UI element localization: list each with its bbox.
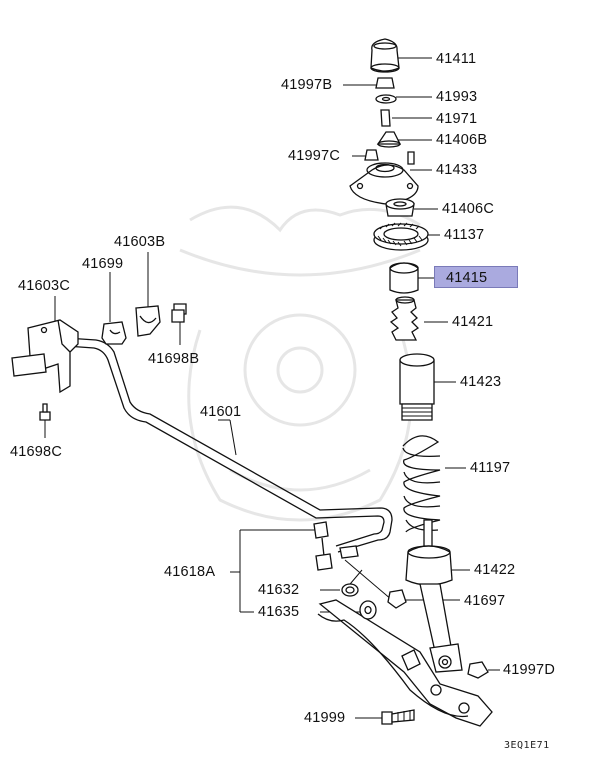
part-label-41697[interactable]: 41697 bbox=[464, 593, 506, 609]
part-label-41415[interactable]: 41415 bbox=[446, 270, 488, 286]
strut-assembly-41422 bbox=[405, 519, 463, 673]
clamp-41603B bbox=[135, 305, 161, 337]
part-label-41635[interactable]: 41635 bbox=[258, 604, 300, 620]
washer-41993 bbox=[375, 94, 397, 104]
part-label-41433[interactable]: 41433 bbox=[436, 162, 478, 178]
part-label-41422[interactable]: 41422 bbox=[474, 562, 516, 578]
collar-41971 bbox=[380, 109, 391, 127]
ring-41632 bbox=[341, 583, 359, 597]
lower-arm bbox=[317, 599, 493, 727]
coil-spring-41197 bbox=[402, 435, 441, 533]
part-label-41618A[interactable]: 41618A bbox=[164, 564, 216, 580]
part-label-41999[interactable]: 41999 bbox=[304, 710, 346, 726]
part-label-41137[interactable]: 41137 bbox=[444, 227, 485, 243]
part-label-41603C[interactable]: 41603C bbox=[18, 278, 70, 294]
part-label-41406B[interactable]: 41406B bbox=[436, 132, 488, 148]
bracket-41603C bbox=[11, 319, 79, 394]
bolt-41698C bbox=[39, 403, 51, 421]
strut-mount-41433 bbox=[349, 151, 419, 205]
part-label-41997C[interactable]: 41997C bbox=[288, 148, 340, 164]
nut-41997C bbox=[364, 149, 379, 161]
bound-stopper-41421 bbox=[389, 296, 420, 341]
part-label-41699[interactable]: 41699 bbox=[82, 256, 124, 272]
highlight-box-41415 bbox=[434, 266, 518, 288]
dust-cover-41423 bbox=[399, 353, 435, 421]
part-label-41421[interactable]: 41421 bbox=[452, 314, 494, 330]
bushing-41406B bbox=[376, 131, 402, 148]
part-label-41601[interactable]: 41601 bbox=[200, 404, 242, 420]
bolt-41698B bbox=[171, 303, 187, 323]
part-label-41993[interactable]: 41993 bbox=[436, 89, 478, 105]
part-label-41197[interactable]: 41197 bbox=[470, 460, 511, 476]
part-label-41698C[interactable]: 41698C bbox=[10, 444, 62, 460]
part-label-41411[interactable]: 41411 bbox=[436, 51, 477, 67]
nut-41997D bbox=[467, 661, 489, 679]
stabilizer-link-41618A bbox=[313, 521, 359, 571]
part-label-41423[interactable]: 41423 bbox=[460, 374, 502, 390]
part-label-41603B[interactable]: 41603B bbox=[114, 234, 166, 250]
part-label-41971[interactable]: 41971 bbox=[436, 111, 478, 127]
bushing-41635 bbox=[359, 600, 377, 620]
drawing-code: 3EQ1E71 bbox=[504, 740, 550, 751]
bolt-41999 bbox=[381, 709, 415, 725]
nut-41697 bbox=[387, 589, 407, 609]
bushing-41699 bbox=[101, 321, 127, 345]
nut-41997B bbox=[375, 77, 395, 89]
bumper-41415 bbox=[389, 262, 419, 294]
bump-stop-41411 bbox=[370, 38, 400, 73]
bushing-41406C bbox=[385, 198, 415, 217]
part-label-41698B[interactable]: 41698B bbox=[148, 351, 200, 367]
part-label-41997D[interactable]: 41997D bbox=[503, 662, 555, 678]
part-label-41406C[interactable]: 41406C bbox=[442, 201, 494, 217]
watermark bbox=[179, 205, 421, 522]
part-label-41997B[interactable]: 41997B bbox=[281, 77, 333, 93]
bearing-41137 bbox=[373, 222, 429, 251]
stabilizer-bar-41601 bbox=[65, 337, 393, 553]
part-label-41632[interactable]: 41632 bbox=[258, 582, 300, 598]
